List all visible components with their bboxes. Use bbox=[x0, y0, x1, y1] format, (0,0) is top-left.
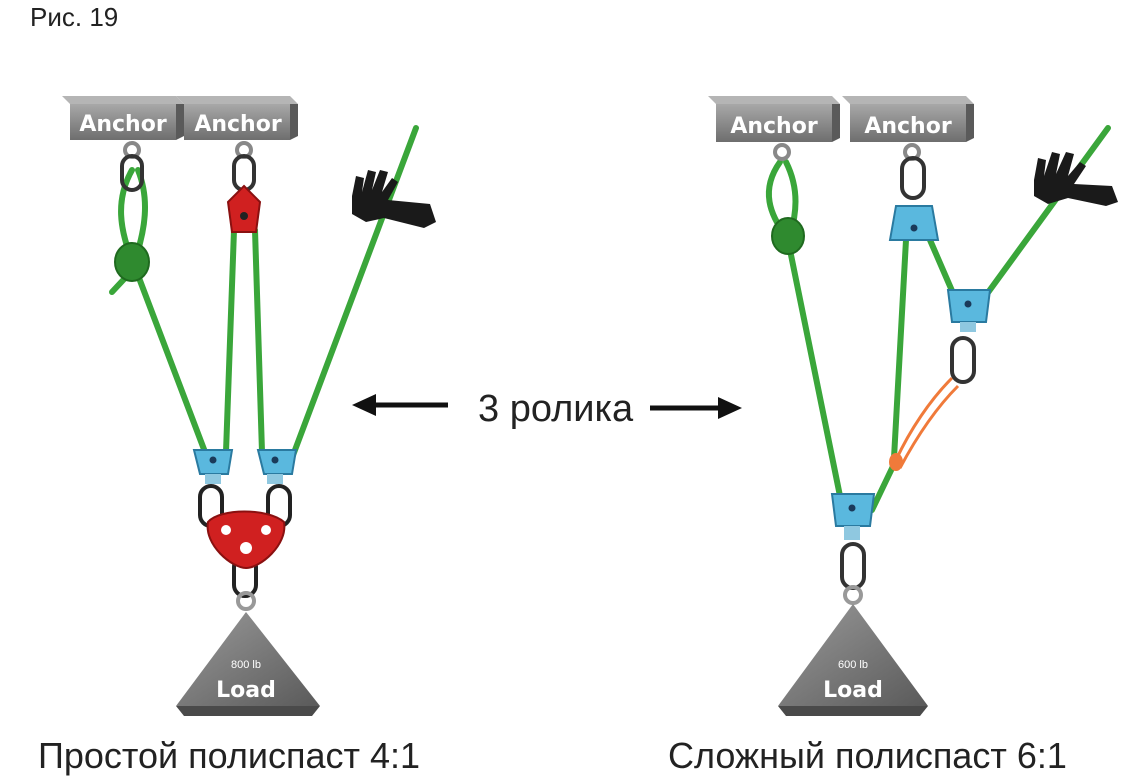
right-prusik-knot bbox=[889, 453, 903, 471]
right-load-label: Load bbox=[823, 678, 883, 703]
figure-label: Рис. 19 bbox=[30, 2, 119, 32]
right-caption: Сложный полиспаст 6:1 bbox=[668, 735, 1067, 776]
right-system: Anchor Anchor bbox=[708, 96, 1118, 716]
right-figure8-knot bbox=[771, 217, 805, 255]
right-anchor-2-label: Anchor bbox=[864, 114, 952, 139]
left-blue-pulley-1 bbox=[192, 449, 234, 484]
right-load-weight: 600 lb bbox=[838, 659, 868, 671]
left-load-label: Load bbox=[216, 678, 276, 703]
left-load-weight: 800 lb bbox=[231, 659, 261, 671]
center-label: 3 ролика bbox=[478, 388, 634, 430]
center-arrows bbox=[352, 394, 742, 419]
right-load-swivel bbox=[843, 585, 863, 605]
left-arrow-icon bbox=[352, 394, 448, 416]
left-rigging-plate bbox=[206, 510, 286, 570]
left-load: 800 lb Load bbox=[176, 612, 320, 716]
right-prusik-cord bbox=[894, 376, 960, 469]
left-top-red-pulley bbox=[226, 184, 262, 233]
left-anchor-2: Anchor bbox=[176, 96, 298, 140]
right-arrow-icon bbox=[650, 397, 742, 419]
right-blue-pulley-top bbox=[888, 205, 940, 241]
left-blue-pulley-2 bbox=[256, 449, 298, 484]
right-anchor-1: Anchor bbox=[708, 96, 840, 142]
right-load: 600 lb Load bbox=[778, 604, 928, 716]
right-blue-pulley-bottom bbox=[830, 493, 876, 540]
left-caption: Простой полиспаст 4:1 bbox=[38, 735, 421, 776]
right-blue-pulley-middle bbox=[946, 289, 992, 332]
right-carabiners bbox=[773, 143, 976, 590]
left-anchor-2-label: Anchor bbox=[194, 112, 282, 137]
right-anchor-2: Anchor bbox=[842, 96, 974, 142]
left-anchor-1-label: Anchor bbox=[79, 112, 167, 137]
left-anchor-1: Anchor bbox=[62, 96, 184, 140]
left-load-swivel bbox=[236, 591, 256, 611]
left-system: Anchor Anchor bbox=[62, 96, 436, 716]
glove-icon bbox=[1034, 152, 1118, 206]
glove-icon bbox=[352, 170, 436, 228]
left-figure8-knot bbox=[114, 242, 150, 282]
left-anchor-carabiners bbox=[120, 141, 256, 192]
right-anchor-1-label: Anchor bbox=[730, 114, 818, 139]
